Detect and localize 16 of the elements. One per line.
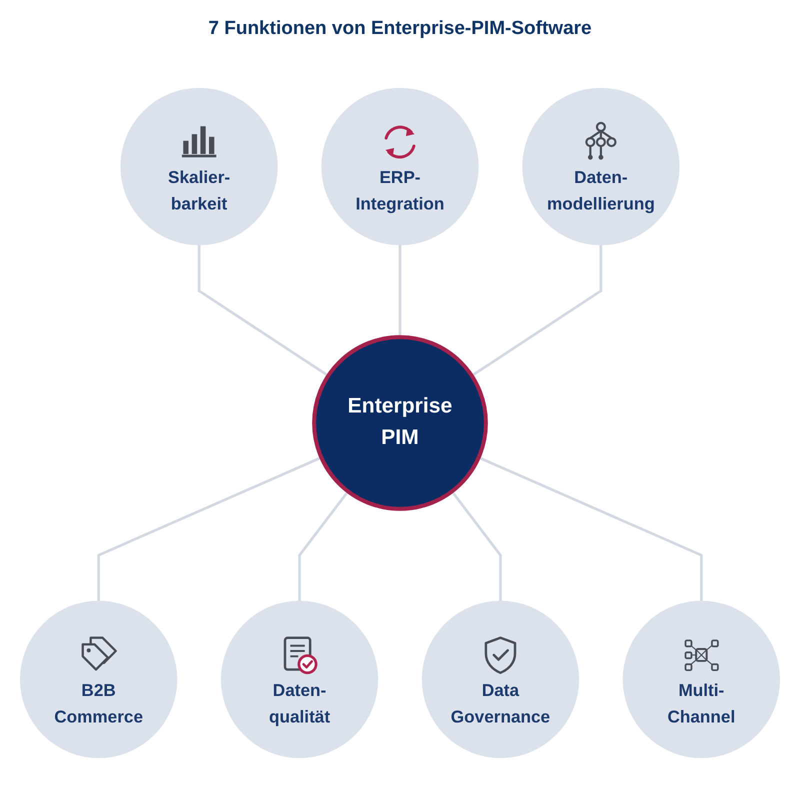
connector: [478, 456, 703, 602]
node-circle: ERP- Integration: [321, 88, 479, 246]
node-circle: B2B Commerce: [20, 600, 178, 758]
node-circle: Enterprise PIM: [312, 335, 488, 511]
connector: [298, 490, 350, 602]
node-circle: Multi- Channel: [622, 600, 780, 758]
connector: [450, 490, 502, 602]
node-circle: Skalier- barkeit: [120, 88, 278, 246]
connector: [97, 456, 322, 602]
connector: [398, 244, 402, 338]
connector: [471, 244, 602, 377]
diagram-title: 7 Funktionen von Enterprise-PIM-Software: [208, 18, 592, 40]
connector: [198, 244, 329, 377]
node-circle: Daten- modellierung: [522, 88, 680, 246]
node-circle: Data Governance: [422, 600, 580, 758]
node-circle: Daten- qualität: [220, 600, 378, 758]
